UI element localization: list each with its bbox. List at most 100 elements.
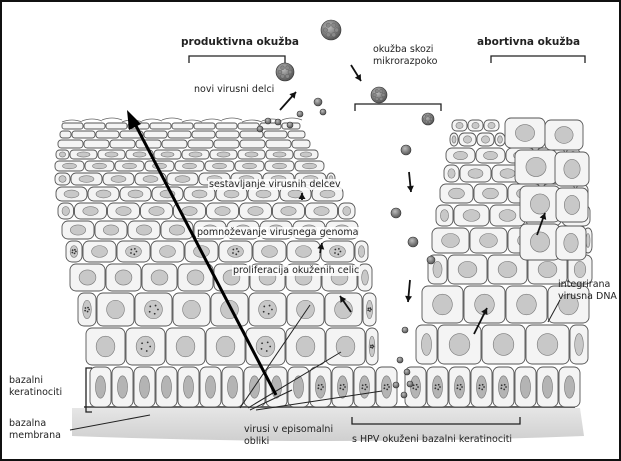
cell [286,328,325,365]
integrated-dna-label-line2: virusna DNA [558,291,617,302]
virus-particle-icon [314,98,322,106]
cell [295,161,324,171]
virus-particle-icon [407,381,413,387]
arrow-icon [405,280,412,302]
cell [238,123,259,129]
cell [488,255,527,284]
cell [287,293,324,326]
cell [62,123,83,129]
cell [117,241,150,262]
cell [556,188,588,222]
cell [273,203,305,219]
entry-label-line2: mikrorazpoko [373,56,437,67]
cell [182,150,209,159]
cell [416,325,437,364]
cell [60,131,71,138]
cell [88,187,119,201]
cell [211,293,248,326]
cell [70,264,105,291]
basal-cell [427,367,448,407]
productive-infection-label: produktivna okužba [181,37,299,48]
cell [144,131,167,138]
cell [484,120,499,131]
cell [194,123,215,129]
cell [135,293,172,326]
basal-cell [134,367,155,407]
cell [444,165,459,182]
virus-particle-icon [371,87,387,103]
abortive-infection-label: abortivna okužba [477,37,580,48]
cell [58,203,74,219]
new-virus-particles-label: novi virusni delci [194,84,274,95]
episomal-label-line1: virusi v episomalni [244,424,333,435]
cell [205,161,234,171]
cell [216,131,239,138]
virus-particle-icon [402,327,408,333]
cell [294,150,318,159]
virus-particle-icon [287,122,293,128]
cell [56,187,87,201]
cell [219,241,252,262]
cell [128,221,160,239]
basal-cell [222,367,243,407]
genome-amplification-label: pomnoževanje virusnega genoma [196,227,359,238]
cell [422,286,463,323]
cell [85,161,114,171]
cell [84,123,105,129]
cell [142,264,177,291]
cell [172,123,193,129]
virus-particle-icon [401,392,407,398]
basal-cell [354,367,375,407]
basal-cell [200,367,221,407]
virus-particle-icon [275,119,281,125]
cell [450,133,458,146]
basal-cell [332,367,353,407]
cell [355,241,368,262]
cell [266,140,291,148]
cell [78,293,96,326]
cell [120,187,151,201]
cell [253,241,286,262]
cell [238,150,265,159]
cell [58,140,83,148]
virus-particle-icon [408,237,418,247]
virus-particle-icon [422,113,434,125]
cell [288,131,305,138]
cell [287,241,320,262]
productive-bracket [189,56,285,63]
cell [264,131,287,138]
cell [210,150,237,159]
proliferation-label: proliferacija okuženih celic [232,265,360,276]
cell [448,255,487,284]
cell [470,228,507,253]
cell [436,205,453,226]
cell [216,123,237,129]
virus-particle-icon [320,109,326,115]
cell [292,140,310,148]
virus-particle-icon [321,20,341,40]
entry-bracket [355,104,441,111]
cell [495,133,505,146]
virus-particle-icon [276,63,294,81]
cell [339,203,356,219]
basal-cell [449,367,470,407]
cell [506,286,547,323]
cell [545,120,583,150]
cell [166,328,205,365]
cell [460,165,491,182]
cell [207,203,239,219]
cell [214,140,239,148]
episomal-label-line2: obliki [244,436,269,447]
cell [192,131,215,138]
cell [306,203,338,219]
cell [55,173,70,185]
basal-cell [178,367,199,407]
cell [188,140,213,148]
virus-particle-icon [391,208,401,218]
cell [454,205,489,226]
cell [162,140,187,148]
cell [266,150,293,159]
cell [103,173,134,185]
arrow-icon [280,92,296,110]
basal-cell [493,367,514,407]
